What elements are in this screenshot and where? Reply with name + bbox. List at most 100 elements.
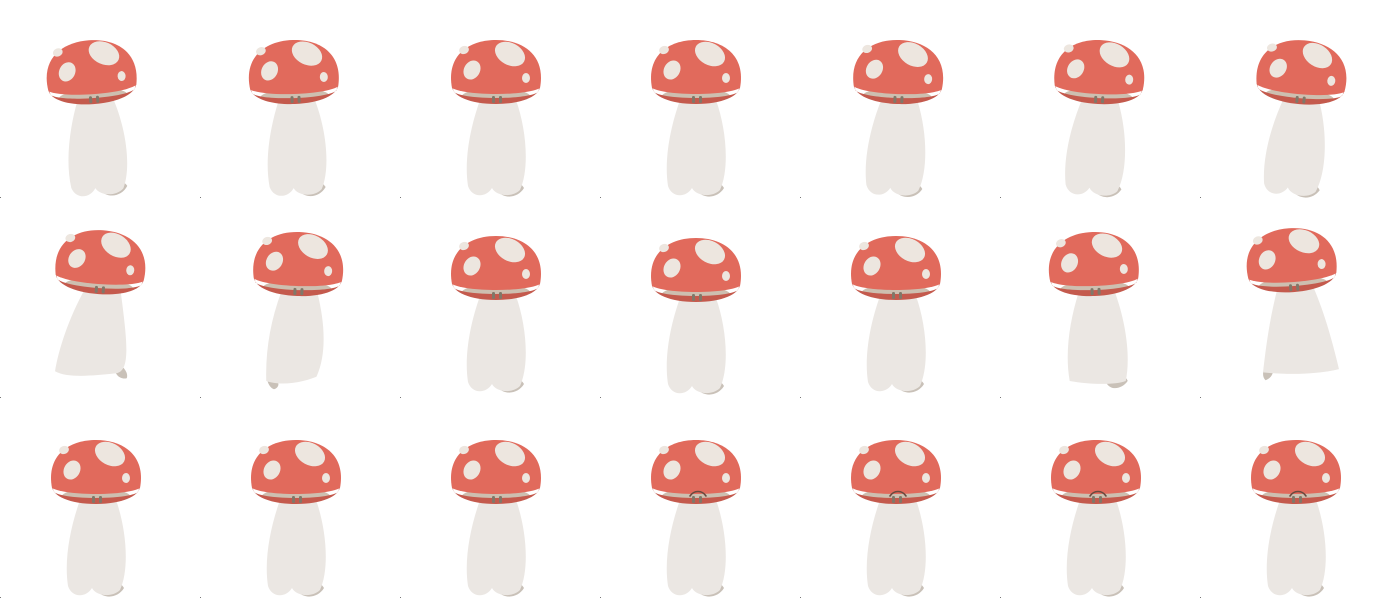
frame-origin-marker: [600, 597, 601, 598]
eye-right: [699, 96, 702, 103]
cap-spot: [259, 445, 269, 455]
cap-spot: [1099, 42, 1130, 68]
sprite-frame: [1000, 400, 1200, 600]
cap-spot: [1263, 460, 1281, 480]
eye-right: [1097, 287, 1101, 295]
sprite-frame: [800, 200, 1000, 400]
sprite-frame: [1200, 200, 1400, 400]
eye-left: [892, 292, 895, 299]
eye-right: [499, 96, 502, 103]
frame-origin-marker: [0, 397, 1, 398]
sprite-frame: [1200, 0, 1400, 200]
frame-origin-marker: [800, 597, 801, 598]
cap-spot: [1063, 44, 1074, 53]
cap-spot: [494, 41, 526, 67]
cap-rim: [55, 273, 144, 295]
cap-spot: [659, 45, 669, 55]
eye-right: [101, 286, 105, 294]
mushroom-stem: [466, 500, 526, 596]
cap-rim: [1248, 271, 1337, 293]
eye-right: [899, 496, 902, 503]
mushroom-stem: [865, 99, 926, 196]
cap-spot: [463, 60, 481, 80]
cap-spot: [1067, 59, 1085, 79]
mushroom-sprite: [451, 440, 541, 597]
cap-spot: [722, 271, 730, 281]
cap-rim: [652, 284, 740, 302]
cap-rim: [1054, 83, 1143, 105]
eye-right: [300, 288, 304, 296]
frame-origin-marker: [1000, 197, 1001, 198]
eye-left: [92, 496, 95, 503]
cap-rim: [452, 86, 540, 104]
cap-rim: [452, 486, 540, 504]
mushroom-sprite: [46, 40, 137, 197]
cap-rim: [250, 84, 339, 105]
cap-spot: [663, 60, 681, 80]
eye-right: [96, 95, 100, 103]
cap-spot: [1125, 74, 1134, 85]
eye-right: [499, 496, 502, 503]
cap-spot: [859, 241, 869, 251]
mushroom-sprite: [1048, 232, 1139, 389]
frame-origin-marker: [1000, 597, 1001, 598]
cap-spot: [58, 62, 76, 82]
cap-spot: [298, 234, 328, 259]
mushroom-sprite: [853, 40, 944, 197]
cap-spot: [262, 236, 273, 246]
cap-spot: [1294, 441, 1326, 467]
mushroom-stem: [266, 291, 324, 384]
frame-origin-marker: [1000, 397, 1001, 398]
cap-spot: [894, 237, 926, 263]
cap-spot: [291, 41, 323, 66]
brow: [889, 490, 907, 497]
mushroom-sprite: [651, 40, 741, 197]
cap-spot: [694, 441, 726, 467]
frame-origin-marker: [400, 597, 401, 598]
cap-rim: [1252, 486, 1340, 504]
frame-origin-marker: [1200, 597, 1201, 598]
cap-spot: [494, 441, 526, 467]
cap-rim: [1050, 276, 1139, 297]
cap-spot: [63, 460, 81, 480]
cap-spot: [101, 232, 131, 258]
cap-spot: [863, 256, 881, 276]
frame-origin-marker: [600, 397, 601, 398]
frame-origin-marker: [800, 197, 801, 198]
mushroom-stem: [66, 500, 126, 596]
mushroom-stem: [1263, 98, 1325, 196]
eye-right: [1299, 496, 1302, 503]
mushroom-sprite: [55, 230, 146, 379]
mushroom-stem: [1263, 286, 1339, 374]
eye-left: [1289, 284, 1293, 292]
brow: [1289, 490, 1307, 497]
cap-rim: [652, 486, 740, 504]
mushroom-sprite: [248, 40, 339, 196]
mushroom-sprite: [651, 238, 741, 395]
cap-rim: [252, 486, 340, 504]
cap-spot: [663, 258, 681, 278]
brow: [1089, 490, 1107, 497]
cap-spot: [117, 71, 126, 82]
sprite-frame: [800, 0, 1000, 200]
eye-left: [893, 95, 897, 103]
sprite-frame: [1000, 200, 1200, 400]
mushroom-sprite: [451, 40, 541, 197]
cap-spot: [1302, 42, 1333, 69]
eye-left: [692, 294, 695, 301]
cap-spot: [1056, 239, 1066, 248]
cap-rim: [852, 282, 940, 300]
cap-spot: [263, 460, 281, 480]
cap-spot: [522, 269, 530, 279]
eye-right: [1099, 496, 1102, 503]
cap-spot: [1322, 473, 1330, 483]
cap-rim: [48, 83, 137, 105]
eye-left: [94, 285, 98, 293]
mushroom-sprite: [253, 232, 344, 390]
eye-left: [692, 96, 695, 103]
mushroom-sprite: [1256, 40, 1347, 198]
cap-spot: [322, 473, 330, 483]
mushroom-stem: [1066, 500, 1126, 596]
eye-left: [492, 496, 495, 503]
cap-spot: [324, 266, 333, 277]
